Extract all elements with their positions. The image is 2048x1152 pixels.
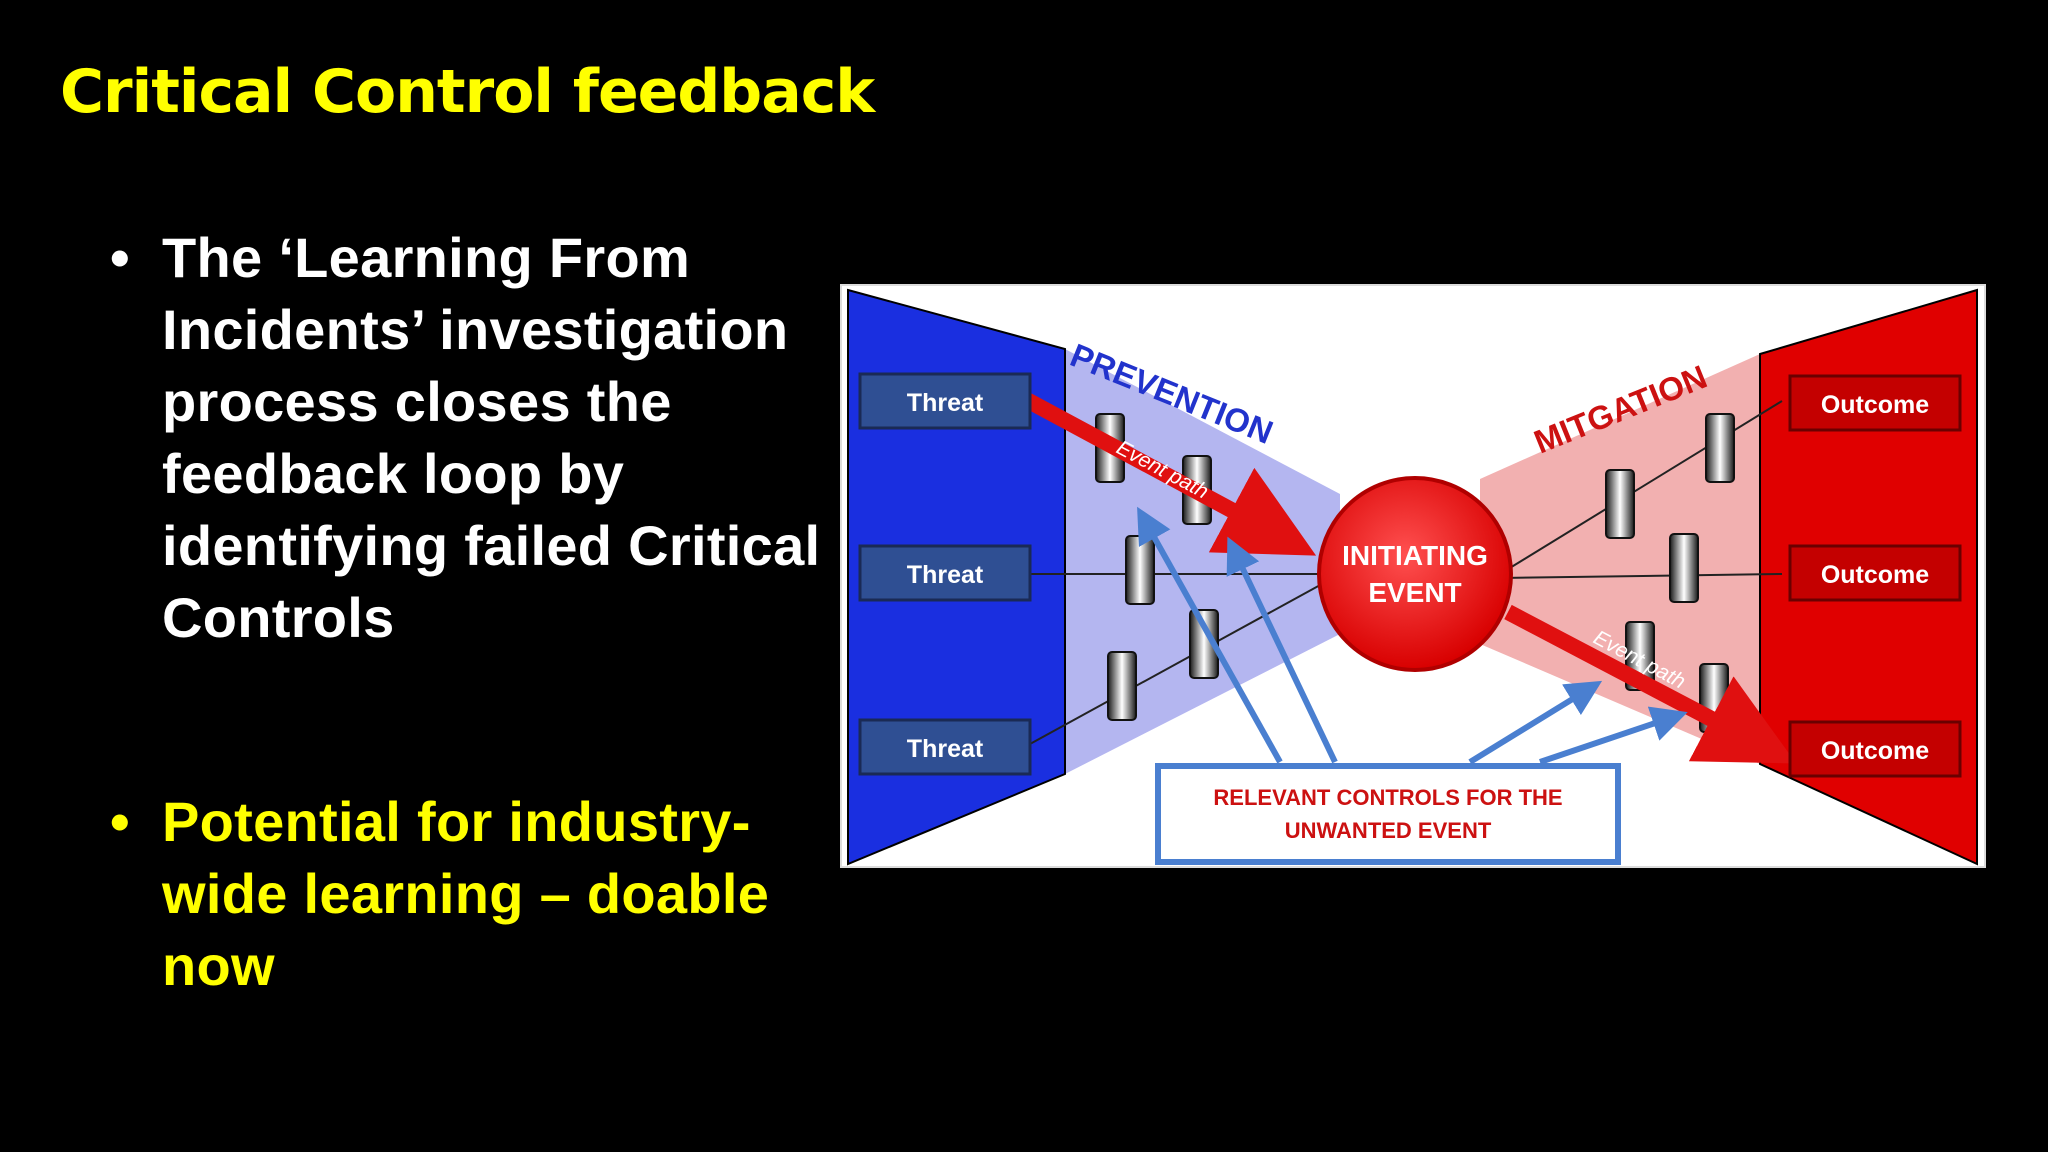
- control-pointer-arrow: [1539, 706, 1688, 765]
- bullet-marker: •: [110, 790, 130, 853]
- bullet-item: • The ‘Learning From Incidents’ investig…: [110, 222, 830, 654]
- controls-box-label: UNWANTED EVENT: [1285, 818, 1492, 843]
- outcome-line: [1499, 573, 1783, 579]
- control-pointer-arrow: [1468, 680, 1603, 765]
- outcome-box: Outcome: [1788, 544, 1962, 602]
- bullet-marker: •: [110, 226, 130, 289]
- outcome-label: Outcome: [1821, 561, 1929, 589]
- event-path-arrow: [1504, 604, 1797, 764]
- threat-label: Threat: [907, 389, 984, 417]
- bullet-text: The ‘Learning From Incidents’ investigat…: [162, 226, 821, 649]
- threat-label: Threat: [907, 735, 984, 763]
- slide-title: Critical Control feedback: [60, 57, 875, 127]
- threat-box: Threat: [858, 718, 1032, 776]
- initiating-event-circle: [1317, 476, 1513, 672]
- threat-box: Threat: [858, 544, 1032, 602]
- control-pointer-arrow: [1226, 536, 1338, 764]
- bowtie-diagram: INITIATING EVENT Event path Event path P…: [840, 284, 1986, 868]
- diagram-border: [840, 284, 1986, 868]
- bullet-item: • Potential for industry-wide learning –…: [110, 786, 830, 1002]
- barrier-icon: [1189, 609, 1219, 679]
- barrier-icon: [1605, 469, 1635, 539]
- outcome-label: Outcome: [1821, 737, 1929, 765]
- initiating-event-label: INITIATING: [1342, 540, 1488, 571]
- barrier-icon: [1705, 413, 1735, 483]
- threat-box: Threat: [858, 372, 1032, 430]
- threat-line: [1029, 583, 1323, 745]
- initiating-event-label: EVENT: [1368, 577, 1461, 608]
- bullet-text: Potential for industry-wide learning – d…: [162, 790, 770, 997]
- controls-box-label: RELEVANT CONTROLS FOR THE: [1213, 785, 1562, 810]
- bowtie-svg: INITIATING EVENT Event path Event path P…: [840, 284, 1986, 868]
- barrier-icon: [1107, 651, 1137, 721]
- outcome-box: Outcome: [1788, 720, 1962, 778]
- event-path-arrow: [1021, 391, 1317, 556]
- outcome-box: Outcome: [1788, 374, 1962, 432]
- relevant-controls-box: RELEVANT CONTROLS FOR THE UNWANTED EVENT: [1155, 763, 1621, 865]
- barrier-icon: [1669, 533, 1699, 603]
- threat-label: Threat: [907, 561, 984, 589]
- control-pointer-arrow: [1137, 506, 1283, 764]
- barrier-icon: [1125, 535, 1155, 605]
- outcome-label: Outcome: [1821, 391, 1929, 419]
- bullet-list: • The ‘Learning From Incidents’ investig…: [110, 222, 830, 1002]
